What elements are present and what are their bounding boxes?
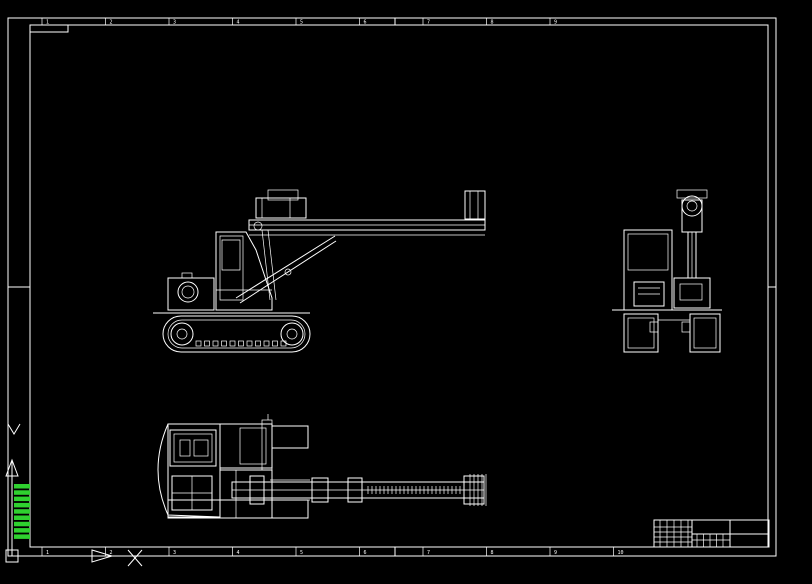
track-roller xyxy=(238,340,244,347)
title-block xyxy=(653,519,770,548)
legend-swatch xyxy=(14,515,30,520)
legend-swatch xyxy=(14,484,30,489)
top-zone-number: 1 xyxy=(46,20,49,26)
layer-legend-swatches xyxy=(14,484,30,539)
legend-swatch xyxy=(14,528,30,533)
bottom-zone-number: 4 xyxy=(237,550,240,556)
legend-swatch xyxy=(14,496,30,502)
bottom-zone-number: 9 xyxy=(554,550,557,556)
bottom-zone-number: 8 xyxy=(491,550,494,556)
track-roller xyxy=(212,340,219,347)
top-zone-number: 3 xyxy=(173,20,176,26)
track-roller xyxy=(272,340,278,347)
bottom-zone-number: 2 xyxy=(110,550,113,556)
legend-swatch xyxy=(14,534,30,539)
top-zone-number: 2 xyxy=(110,20,113,26)
track-roller xyxy=(221,340,227,347)
bottom-zone-number: 5 xyxy=(300,550,303,556)
bottom-zone-number: 10 xyxy=(618,550,624,556)
bottom-zone-number: 7 xyxy=(427,550,430,556)
legend-swatch xyxy=(14,502,30,508)
track-roller xyxy=(263,340,270,347)
top-zone-markers: 1 2 3 4 5 6 7 8 9 xyxy=(41,18,557,26)
top-zone-number: 8 xyxy=(491,20,494,26)
top-zone-number: 7 xyxy=(427,20,430,26)
legend-swatch xyxy=(14,521,30,527)
track-roller xyxy=(195,340,202,347)
top-zone-number: 4 xyxy=(237,20,240,26)
legend-swatch xyxy=(14,490,30,495)
legend-swatch xyxy=(14,509,30,514)
top-zone-number: 5 xyxy=(300,20,303,26)
ucs-axis-icon xyxy=(5,423,143,567)
bottom-zone-number: 6 xyxy=(364,550,367,556)
plan-view xyxy=(157,414,487,519)
track-roller xyxy=(229,340,236,347)
center-marks xyxy=(8,18,776,556)
track-roller xyxy=(204,340,210,347)
track-roller xyxy=(246,340,253,347)
top-zone-number: 9 xyxy=(554,20,557,26)
track-roller xyxy=(255,340,261,347)
side-elevation-view xyxy=(153,189,486,353)
track-roller xyxy=(280,340,287,347)
top-zone-number: 6 xyxy=(364,20,367,26)
bottom-zone-number: 1 xyxy=(46,550,49,556)
rear-elevation-view xyxy=(612,189,722,353)
bottom-zone-number: 3 xyxy=(173,550,176,556)
sheet-frame xyxy=(7,17,777,557)
